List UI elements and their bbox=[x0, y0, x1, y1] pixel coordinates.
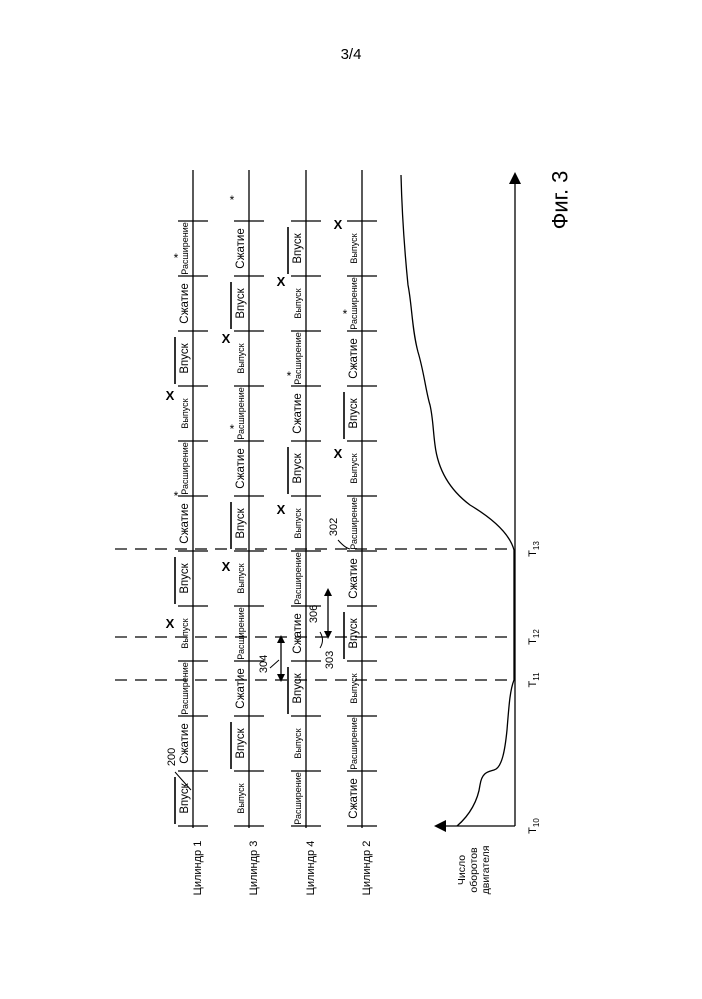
stroke-label-intake: Впуск bbox=[235, 727, 247, 758]
stroke-label-compression: Сжатие bbox=[348, 558, 360, 598]
fire-mark: * bbox=[287, 369, 292, 383]
stroke-label-compression: Сжатие bbox=[292, 393, 304, 433]
stroke-label-intake: Впуск bbox=[179, 782, 191, 813]
stroke-label-compression: Сжатие bbox=[348, 778, 360, 818]
fire-mark: * bbox=[174, 489, 179, 503]
stroke-label-intake: Впуск bbox=[348, 617, 360, 648]
speed-axis-label: оборотов bbox=[468, 847, 480, 893]
time-label-sub: 12 bbox=[532, 629, 541, 638]
engine-speed-curve bbox=[401, 175, 514, 826]
ref-306: 306 bbox=[308, 605, 320, 623]
stroke-label-intake: Впуск bbox=[292, 232, 304, 263]
figure-caption: Фиг. 3 bbox=[548, 171, 573, 230]
stroke-label-exhaust: Выпуск bbox=[180, 618, 190, 648]
stroke-label-intake: Впуск bbox=[235, 287, 247, 318]
stroke-label-exhaust: Выпуск bbox=[236, 783, 246, 813]
ref-303: 303 bbox=[324, 651, 336, 669]
time-label: T13 bbox=[527, 541, 541, 557]
stroke-label-intake: Впуск bbox=[179, 562, 191, 593]
deactivation-mark: X bbox=[222, 559, 231, 574]
stroke-label-compression: Сжатие bbox=[179, 283, 191, 323]
stroke-label-compression: Сжатие bbox=[235, 668, 247, 708]
stroke-label-intake: Впуск bbox=[179, 342, 191, 373]
deactivation-mark: X bbox=[277, 274, 286, 289]
ref-303-leader bbox=[320, 632, 323, 648]
deactivation-mark: X bbox=[166, 388, 175, 403]
stroke-label-intake: Впуск bbox=[348, 397, 360, 428]
stroke-label-exhaust: Выпуск bbox=[349, 453, 359, 483]
deactivation-mark: X bbox=[334, 217, 343, 232]
stroke-label-expansion: Расширение bbox=[293, 332, 303, 384]
stroke-label-intake: Впуск bbox=[292, 672, 304, 703]
speed-axis-label: двигателя bbox=[480, 846, 492, 895]
cylinder-label: Цилиндр 2 bbox=[361, 841, 373, 896]
stroke-label-compression: Сжатие bbox=[292, 613, 304, 653]
arrowhead bbox=[324, 588, 332, 596]
stroke-label-compression: Сжатие bbox=[235, 448, 247, 488]
stroke-label-expansion: Расширение bbox=[349, 717, 359, 769]
arrowhead bbox=[324, 631, 332, 639]
fire-mark: * bbox=[230, 422, 235, 436]
cylinder-label: Цилиндр 1 bbox=[192, 841, 204, 896]
stroke-label-expansion: Расширение bbox=[236, 387, 246, 439]
stroke-label-intake: Впуск bbox=[235, 507, 247, 538]
time-label-sub: 10 bbox=[532, 818, 541, 827]
stroke-label-expansion: Расширение bbox=[236, 607, 246, 659]
stroke-label-intake: Впуск bbox=[292, 452, 304, 483]
deactivation-mark: X bbox=[277, 502, 286, 517]
time-label-sub: 11 bbox=[532, 672, 541, 681]
stroke-label-exhaust: Выпуск bbox=[349, 673, 359, 703]
stroke-label-exhaust: Выпуск bbox=[293, 728, 303, 758]
stroke-label-compression: Сжатие bbox=[235, 228, 247, 268]
speed-axis-arrowhead bbox=[434, 820, 446, 832]
stroke-label-exhaust: Выпуск bbox=[293, 508, 303, 538]
stroke-label-exhaust: Выпуск bbox=[349, 233, 359, 263]
arrowhead bbox=[277, 674, 285, 682]
deactivation-mark: X bbox=[334, 446, 343, 461]
fire-mark: * bbox=[230, 193, 235, 207]
deactivation-mark: X bbox=[222, 331, 231, 346]
stroke-label-compression: Сжатие bbox=[179, 723, 191, 763]
arrowhead bbox=[277, 635, 285, 643]
time-axis-arrowhead bbox=[509, 172, 521, 184]
stroke-label-expansion: Расширение bbox=[293, 772, 303, 824]
cylinder-label: Цилиндр 3 bbox=[248, 841, 260, 896]
speed-axis-label: Число bbox=[456, 855, 468, 885]
stroke-label-expansion: Расширение bbox=[180, 442, 190, 494]
stroke-label-expansion: Расширение bbox=[180, 222, 190, 274]
time-label: T11 bbox=[527, 672, 541, 688]
ref-302: 302 bbox=[328, 518, 340, 536]
stroke-label-exhaust: Выпуск bbox=[236, 563, 246, 593]
time-label: T10 bbox=[527, 818, 541, 834]
stroke-label-exhaust: Выпуск bbox=[236, 343, 246, 373]
fire-mark: * bbox=[174, 251, 179, 265]
cylinder-label: Цилиндр 4 bbox=[305, 841, 317, 896]
time-label: T12 bbox=[527, 629, 541, 645]
stroke-label-exhaust: Выпуск bbox=[293, 288, 303, 318]
ref-200: 200 bbox=[166, 748, 178, 766]
stroke-label-expansion: Расширение bbox=[293, 552, 303, 604]
ref-304-leader bbox=[270, 660, 279, 668]
stroke-label-expansion: Расширение bbox=[180, 662, 190, 714]
stroke-label-expansion: Расширение bbox=[349, 497, 359, 549]
stroke-label-compression: Сжатие bbox=[179, 503, 191, 543]
deactivation-mark: X bbox=[166, 616, 175, 631]
stroke-label-expansion: Расширение bbox=[349, 277, 359, 329]
stroke-label-compression: Сжатие bbox=[348, 338, 360, 378]
fire-mark: * bbox=[343, 307, 348, 321]
time-label-sub: 13 bbox=[532, 541, 541, 550]
ref-304: 304 bbox=[258, 655, 270, 673]
stroke-label-exhaust: Выпуск bbox=[180, 398, 190, 428]
